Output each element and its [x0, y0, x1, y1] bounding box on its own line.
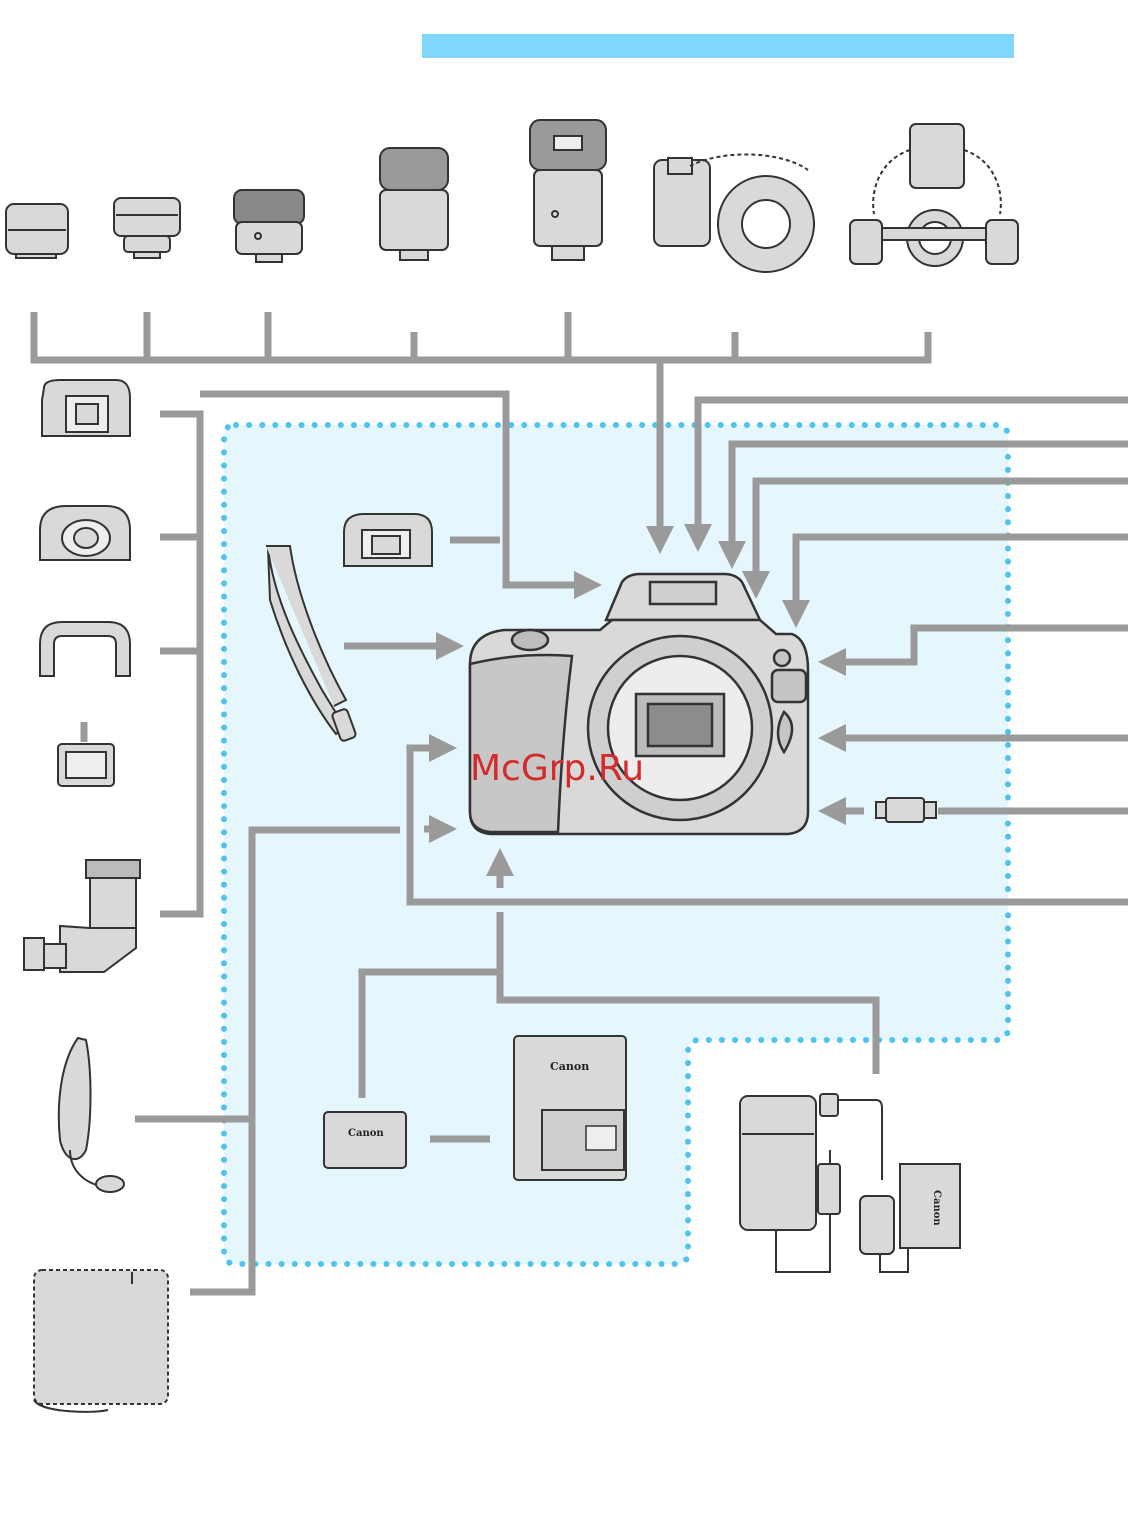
- dc-coupler-label: Canon: [931, 1190, 942, 1226]
- watermark: McGrp.Ru: [470, 748, 644, 789]
- twin-flash-icon: [850, 124, 1018, 266]
- flash-transmitter-icon: [114, 198, 180, 258]
- eyecup-icon: [42, 380, 130, 436]
- speedlite-transmitter-icon: [6, 204, 68, 258]
- medium-flash-icon: [380, 148, 448, 260]
- angle-finder-icon: [24, 860, 140, 972]
- ring-flash-icon: [654, 154, 814, 272]
- hand-strap-icon: [59, 1038, 124, 1192]
- battery-charger-label: Canon: [550, 1060, 589, 1073]
- rubber-frame-icon: [40, 506, 130, 560]
- eyepiece-extender-icon: [40, 622, 130, 676]
- header-bar: [422, 34, 1014, 58]
- magnifier-icon: [58, 744, 114, 786]
- battery-pack: Canon: [324, 1112, 406, 1168]
- large-flash-icon: [530, 120, 606, 260]
- case-icon: [34, 1270, 168, 1412]
- battery-pack-label: Canon: [348, 1128, 384, 1139]
- battery-charger: Canon: [514, 1036, 626, 1180]
- usb-plug-icon: [876, 798, 936, 822]
- eyecup-icon: [344, 514, 432, 566]
- small-flash-icon: [234, 190, 304, 262]
- ac-adapter-icon: [740, 1094, 960, 1272]
